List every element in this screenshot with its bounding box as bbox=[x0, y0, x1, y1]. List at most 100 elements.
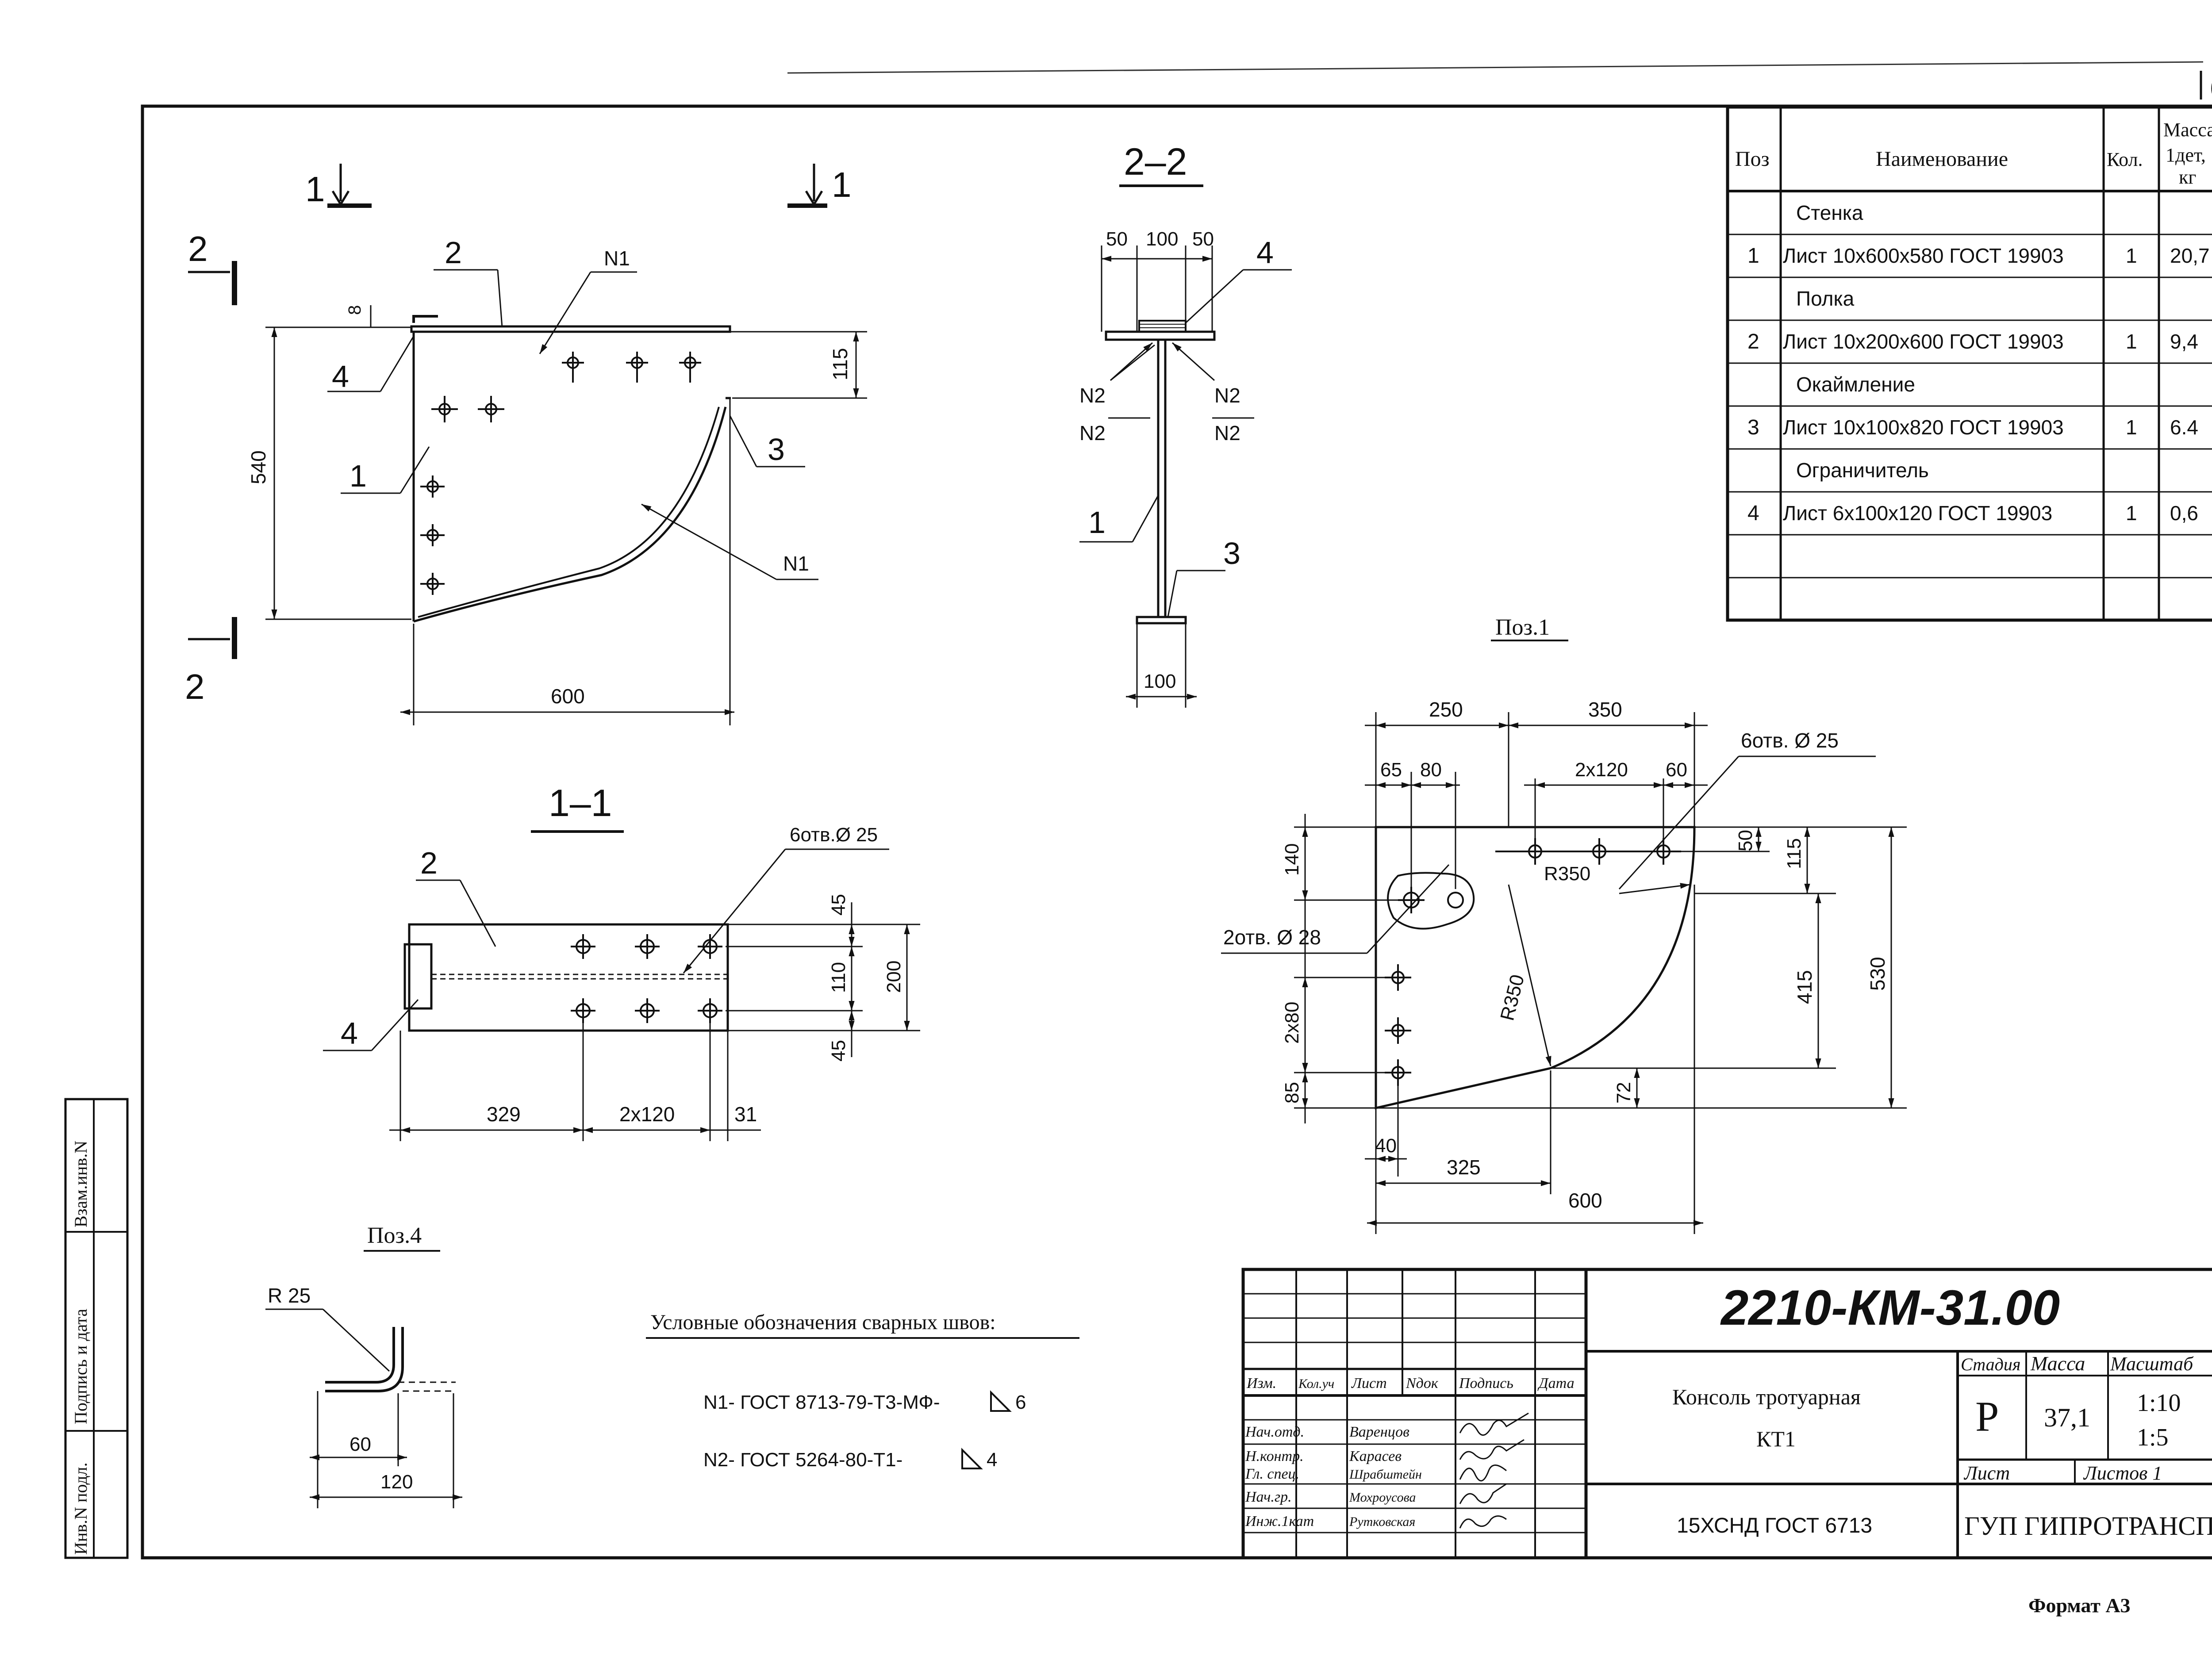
role-2: Н.контр. bbox=[1245, 1448, 1304, 1464]
dim-350: 350 bbox=[1588, 698, 1622, 721]
table-group-heading: Окаймление bbox=[1796, 373, 1915, 396]
dim-r350-top: R350 bbox=[1544, 863, 1590, 885]
dim-2x80: 2x80 bbox=[1281, 1002, 1303, 1044]
header-docnum: Nдок bbox=[1406, 1375, 1439, 1392]
section-2-2: 2–2 50 100 50 100 4 1 3 bbox=[1079, 141, 1292, 708]
organization-name: ГУП ГИПРОТРАНСПУТЬ bbox=[1964, 1511, 2212, 1541]
weld-n1-spec: N1- ГОСТ 8713-79-Т3-МФ- bbox=[703, 1392, 940, 1413]
header-mass-2: 1дет, bbox=[2166, 144, 2206, 166]
dim-65: 65 bbox=[1380, 759, 1402, 781]
dim-329: 329 bbox=[487, 1103, 521, 1126]
dim-415: 415 bbox=[1793, 970, 1816, 1004]
sheet-label: Лист bbox=[1963, 1462, 2010, 1484]
dim-31: 31 bbox=[734, 1103, 757, 1126]
title-block: 2210-КМ-31.00 Изм. Кол.уч Лист Nдок Подп… bbox=[1241, 1268, 2212, 1560]
table-cell-pos: 4 bbox=[1747, 502, 1759, 525]
callout-4: 4 bbox=[341, 1016, 358, 1050]
header-sheet: Лист bbox=[1351, 1375, 1387, 1392]
header-mass-3: кг bbox=[2179, 166, 2196, 188]
dim-r25: R 25 bbox=[268, 1284, 311, 1307]
table-cell-mass: 9,4 bbox=[2170, 330, 2198, 353]
callout-2: 2 bbox=[445, 235, 462, 270]
fillet-weld-icon bbox=[990, 1390, 1012, 1412]
dim-600: 600 bbox=[551, 685, 585, 708]
dim-250: 250 bbox=[1429, 698, 1463, 721]
section-mark-2-top: 2 bbox=[188, 229, 208, 268]
elevation-view: 1 1 2 2 bbox=[185, 164, 867, 725]
dim-8: 8 bbox=[345, 305, 365, 315]
table-cell-qty: 1 bbox=[2126, 416, 2137, 439]
format-label: Формат А3 bbox=[2028, 1594, 2131, 1617]
role-3: Гл. спец. bbox=[1245, 1466, 1299, 1482]
weld-n1-curve: N1 bbox=[783, 552, 809, 575]
sheet-number: 6 bbox=[2210, 72, 2212, 104]
name-1: Варенцов bbox=[1349, 1424, 1409, 1440]
callout-3: 3 bbox=[768, 432, 785, 467]
weld-n1-leg: 6 bbox=[1015, 1392, 1026, 1413]
material-spec: 15ХСНД ГОСТ 6713 bbox=[1677, 1514, 1872, 1537]
callout-1: 1 bbox=[1088, 505, 1106, 540]
product-code: КТ1 bbox=[1756, 1426, 1796, 1451]
dim-50-left: 50 bbox=[1106, 228, 1128, 250]
table-cell-name: Лист 10х600х580 ГОСТ 19903 bbox=[1783, 244, 2064, 267]
dim-50-right: 50 bbox=[1192, 228, 1214, 250]
signature-date-field: Подпись и дата bbox=[71, 1309, 91, 1424]
drawing-frame bbox=[141, 104, 2212, 1560]
dim-80: 80 bbox=[1420, 759, 1442, 781]
weld-n2-4: N2 bbox=[1214, 422, 1240, 445]
dim-115: 115 bbox=[1783, 838, 1805, 869]
section-1-1-title: 1–1 bbox=[549, 782, 612, 824]
name-4: Мохроусова bbox=[1349, 1490, 1416, 1505]
scale-value-1: 1:10 bbox=[2137, 1389, 2181, 1417]
holes-label: 6отв.Ø 25 bbox=[790, 824, 878, 846]
dim-110: 110 bbox=[828, 962, 849, 993]
role-1: Нач.отд. bbox=[1245, 1424, 1304, 1440]
table-group-heading: Ограничитель bbox=[1796, 459, 1929, 482]
weld-n2-1: N2 bbox=[1079, 384, 1106, 407]
dim-45-top: 45 bbox=[828, 894, 849, 916]
signatures bbox=[1459, 1412, 1529, 1529]
name-3: Шрабштейн bbox=[1349, 1467, 1422, 1482]
weld-n2-leg: 4 bbox=[987, 1449, 997, 1471]
weld-n2-3: N2 bbox=[1214, 384, 1240, 407]
table-cell-qty: 1 bbox=[2126, 502, 2137, 525]
weld-legend: Условные обозначения сварных швов: N1- Г… bbox=[646, 1311, 1079, 1471]
sheets-count-label: Листов 1 bbox=[2083, 1462, 2162, 1484]
section-mark-2-bottom: 2 bbox=[185, 667, 205, 706]
name-2: Карасев bbox=[1349, 1448, 1402, 1464]
section-mark-1-left: 1 bbox=[305, 169, 325, 209]
section-2-2-title: 2–2 bbox=[1124, 141, 1187, 183]
dim-45-bottom: 45 bbox=[828, 1040, 849, 1062]
dim-2x120: 2x120 bbox=[619, 1103, 675, 1126]
name-5: Рутковская bbox=[1349, 1514, 1415, 1529]
document-code: 2210-КМ-31.00 bbox=[1720, 1280, 2060, 1335]
callout-1: 1 bbox=[349, 459, 367, 493]
stage-value: Р bbox=[1975, 1393, 1999, 1440]
dim-120: 120 bbox=[380, 1471, 413, 1493]
table-cell-pos: 1 bbox=[1747, 244, 1759, 268]
callout-2: 2 bbox=[420, 846, 438, 880]
section-mark-1-right: 1 bbox=[832, 165, 852, 204]
dim-85: 85 bbox=[1281, 1082, 1303, 1104]
header-pos: Поз bbox=[1735, 147, 1770, 171]
dim-530: 530 bbox=[1866, 957, 1889, 991]
role-4: Нач.гр. bbox=[1245, 1489, 1292, 1505]
table-cell-mass: 20,7 bbox=[2170, 244, 2210, 267]
dim-2x120: 2x120 bbox=[1575, 759, 1628, 781]
weld-n2-2: N2 bbox=[1079, 422, 1106, 445]
section-1-1: 1–1 45 110 45 200 bbox=[323, 782, 920, 1141]
stage-label: Стадия bbox=[1961, 1354, 2020, 1374]
replaced-inventory-field: Взам.инв.N bbox=[71, 1141, 91, 1227]
dim-72: 72 bbox=[1613, 1082, 1635, 1104]
dim-60: 60 bbox=[1666, 759, 1687, 781]
header-name: Наименование bbox=[1876, 147, 2008, 171]
mass-label: Масса bbox=[2030, 1352, 2085, 1375]
scale-value-2: 1:5 bbox=[2137, 1424, 2169, 1451]
header-change: Изм. bbox=[1246, 1375, 1276, 1392]
dim-50: 50 bbox=[1735, 830, 1756, 851]
header-date: Дата bbox=[1537, 1375, 1575, 1392]
weld-n2-spec: N2- ГОСТ 5264-80-Т1- bbox=[703, 1449, 902, 1471]
product-name: Консоль тротуарная bbox=[1672, 1384, 1861, 1409]
table-cell-pos: 2 bbox=[1747, 330, 1759, 353]
